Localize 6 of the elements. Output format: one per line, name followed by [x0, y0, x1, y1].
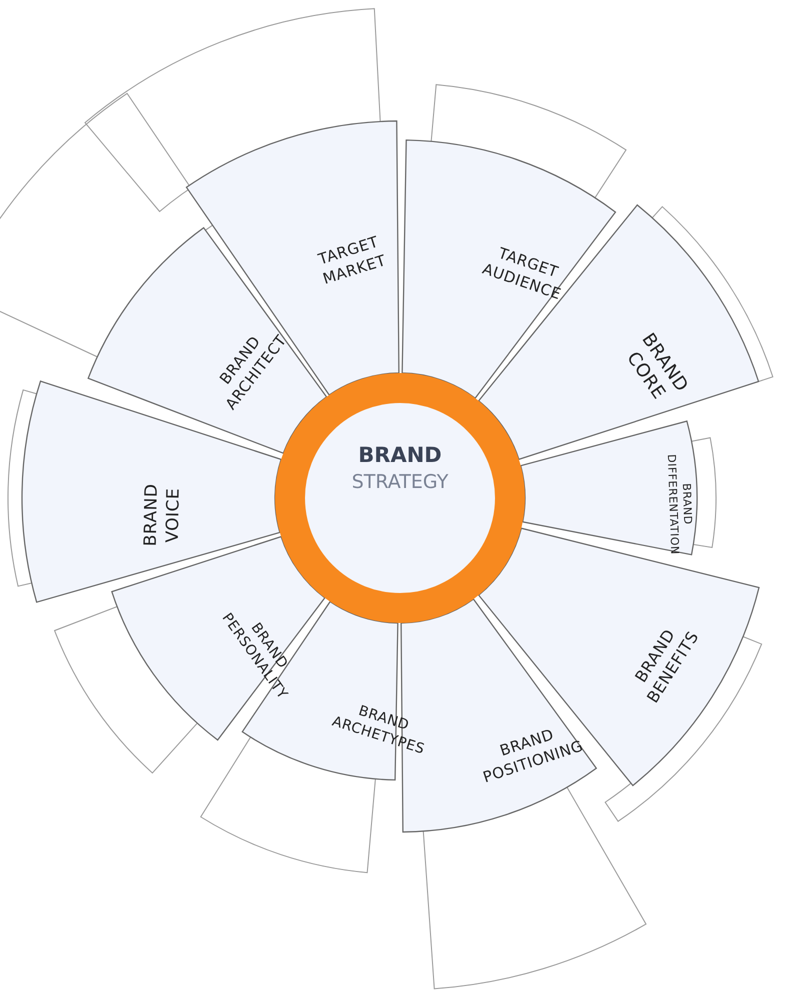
- wheel-segment: [519, 420, 698, 556]
- center-heading: BRAND: [357, 443, 443, 467]
- center-subheading: STRATEGY: [350, 471, 450, 493]
- segment-label: BRAND VOICE: [139, 484, 184, 548]
- segment-label: BRAND DIFFERENTATION: [663, 454, 696, 556]
- wheel-segment: [401, 139, 617, 400]
